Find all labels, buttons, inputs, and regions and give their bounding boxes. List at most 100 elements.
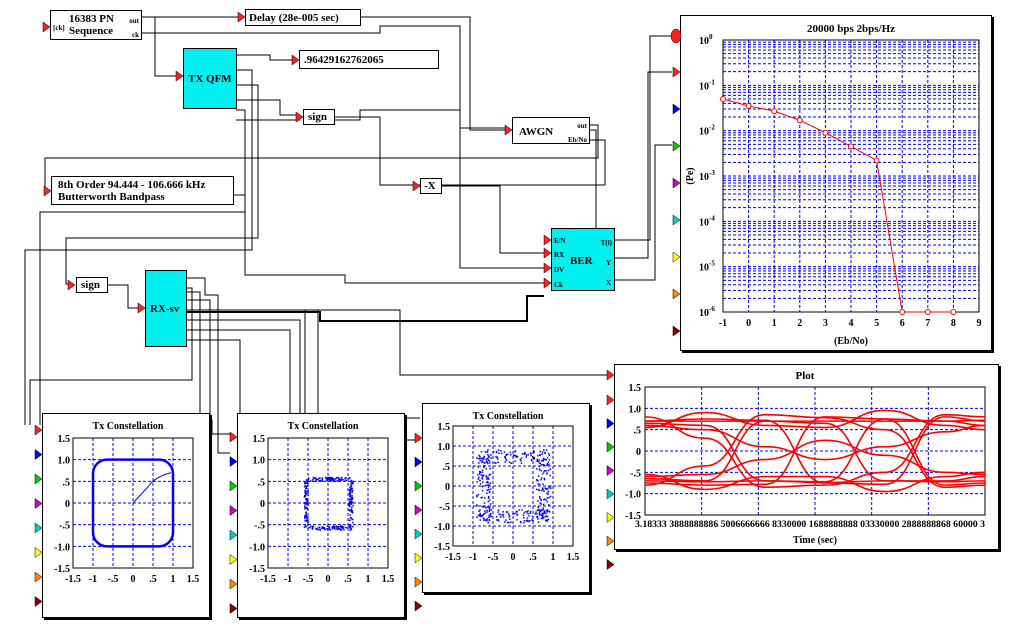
awgn-label: AWGN <box>519 126 554 138</box>
constellation-point <box>497 519 500 522</box>
constellation-point <box>525 456 527 458</box>
delay-block[interactable]: Delay (28e-005 sec) <box>245 9 361 26</box>
constellation-point <box>333 526 336 528</box>
constellation-ytick: -1.5 <box>434 542 450 553</box>
ber-point <box>745 103 752 110</box>
constellation-point <box>536 458 539 461</box>
constellation-point <box>487 497 490 499</box>
constellation-point <box>489 503 492 505</box>
constellation-point <box>352 480 354 483</box>
constellation-point <box>317 478 319 481</box>
rx-sv-block[interactable]: RX-sv <box>145 270 187 347</box>
constellation-point <box>540 499 542 501</box>
eye-xticks: 3.18333 3888888886 5006666666 8330000 16… <box>635 519 986 529</box>
ber-ytick: 10-3 <box>699 169 715 183</box>
constellation-point <box>326 480 329 482</box>
constellation-point <box>311 528 314 530</box>
constellation-point <box>514 512 517 515</box>
constellation-point <box>486 461 488 464</box>
bandpass-filter-block[interactable]: 8th Order 94.444 - 106.666 kHz Butterwor… <box>51 176 234 205</box>
constellation-point <box>495 451 498 454</box>
constellation-point <box>306 498 308 500</box>
constellation-point <box>328 528 331 531</box>
constellation-point <box>348 525 350 528</box>
constellation-point <box>536 479 538 482</box>
constellation-point <box>501 514 504 517</box>
constellation-point <box>349 514 352 516</box>
constellation-point <box>546 519 549 521</box>
constellation-ytick: -.5 <box>254 521 265 532</box>
constellation-point <box>487 454 489 456</box>
constellation-point <box>307 477 310 479</box>
constellation-point <box>542 515 544 518</box>
constellation-ytick: -1.0 <box>249 542 265 553</box>
constellation-point <box>484 510 486 512</box>
constellation-point <box>490 454 492 456</box>
constellation-point <box>486 506 489 508</box>
constellation-point <box>485 468 487 470</box>
constellation-point <box>549 474 551 477</box>
constellation-point <box>305 525 307 528</box>
eye-ytick: -1.5 <box>625 511 641 522</box>
pn-sequence-block[interactable]: [ck] 16383 PN Sequence out ck <box>50 10 142 40</box>
constellation-point <box>306 519 309 522</box>
rx-sv-label: RX-sv <box>150 303 180 315</box>
constellation-point <box>487 486 490 489</box>
sign-block-1[interactable]: sign <box>303 109 335 125</box>
eye-chart-title: Plot <box>796 370 815 382</box>
constellation-point <box>489 473 492 476</box>
constellation-point <box>543 470 546 472</box>
constellation-point <box>486 484 489 487</box>
negate-block[interactable]: -X <box>420 178 442 194</box>
constellation-point <box>481 461 483 464</box>
constellation-point <box>485 476 487 478</box>
constellation-point <box>305 503 307 506</box>
constellation-point <box>486 489 488 492</box>
constellation-point <box>344 478 346 480</box>
constellation-point <box>547 510 550 512</box>
constellation-point <box>334 478 336 480</box>
constellation-point <box>541 517 544 520</box>
constellation-point <box>496 519 498 521</box>
constellation-point <box>512 512 514 515</box>
constellation-point <box>486 477 489 480</box>
constellation-point <box>496 458 499 460</box>
constellation-point <box>349 492 351 494</box>
ber-xtick: -1 <box>719 318 727 329</box>
constellation-xtick: 1 <box>171 574 176 585</box>
constellation-point <box>319 477 321 479</box>
constellation-point <box>328 476 331 479</box>
constellation-xtick: 1 <box>551 552 556 563</box>
constellation-point <box>478 454 480 457</box>
constellation-point <box>488 484 490 486</box>
tx-qfm-block[interactable]: TX QFM <box>183 48 237 109</box>
constellation-point <box>307 494 309 497</box>
constellation-point <box>530 458 533 461</box>
constellation-point <box>548 485 550 487</box>
constellation-xtick: 0 <box>511 552 516 563</box>
constellation-point <box>487 455 490 457</box>
ber-grid <box>722 40 980 313</box>
ber-block[interactable]: E/N RX DV Ck BER T(i) Y X <box>551 228 615 291</box>
eye-trace <box>644 439 986 478</box>
constellation-point <box>327 525 330 528</box>
constellation-point <box>305 479 308 481</box>
sign-block-2[interactable]: sign <box>76 277 108 293</box>
constellation-point <box>547 469 550 472</box>
constellation-point <box>546 515 549 518</box>
constellation-point <box>485 519 487 521</box>
constant-block[interactable]: .96429162762065 <box>299 50 439 69</box>
awgn-block[interactable]: AWGN out Eb/No <box>512 117 590 144</box>
constellation-point <box>526 511 528 513</box>
constellation-point <box>315 528 318 530</box>
constellation-point <box>486 481 489 484</box>
constellation-point <box>539 502 541 504</box>
constellation-point <box>527 520 529 522</box>
constellation-ytick: .5 <box>443 462 451 473</box>
